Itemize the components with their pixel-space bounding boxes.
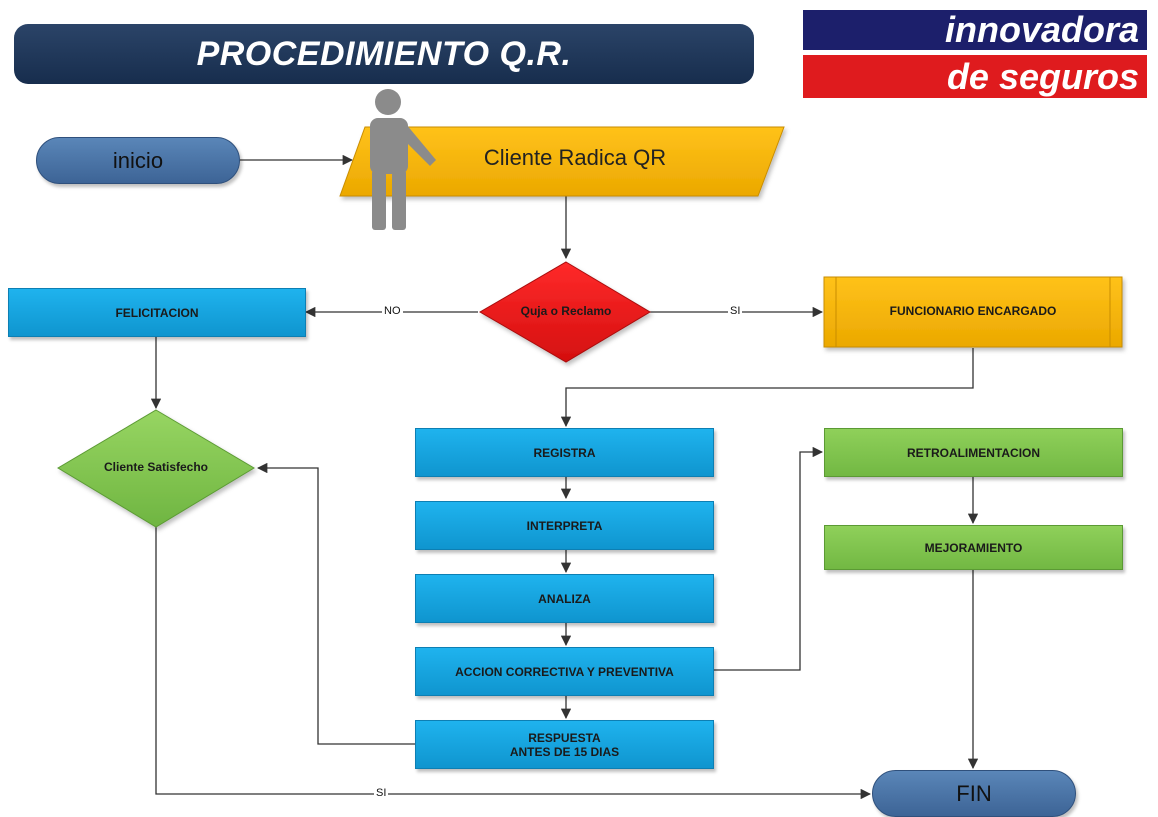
- retro-label: RETROALIMENTACION: [906, 445, 1041, 460]
- edge-funcionario-registra: [560, 348, 974, 428]
- satisfecho-label: Cliente Satisfecho: [103, 460, 209, 474]
- respuesta-label: RESPUESTA ANTES DE 15 DIAS: [509, 730, 620, 759]
- accion-label: ACCION CORRECTIVA Y PREVENTIVA: [455, 664, 674, 679]
- analiza-box: ANALIZA: [415, 574, 714, 623]
- page-title-banner: PROCEDIMIENTO Q.R.: [14, 24, 754, 84]
- accion-box: ACCION CORRECTIVA Y PREVENTIVA: [415, 647, 714, 696]
- funcionario-shape: [823, 276, 1123, 348]
- mejoramiento-box: MEJORAMIENTO: [824, 525, 1123, 570]
- felicitacion-box: FELICITACION: [8, 288, 306, 337]
- edge-label-no: NO: [382, 305, 403, 317]
- analiza-label: ANALIZA: [538, 591, 591, 606]
- edge-label-si: SI: [728, 305, 743, 317]
- inicio-terminal: inicio: [36, 137, 240, 184]
- logo-text-line1: innovadora: [944, 9, 1139, 50]
- page-title: PROCEDIMIENTO Q.R.: [196, 34, 572, 73]
- mejoramiento-label: MEJORAMIENTO: [924, 540, 1023, 555]
- retro-box: RETROALIMENTACION: [824, 428, 1123, 477]
- satisfecho-decision-shape: [57, 409, 255, 528]
- interpreta-label: INTERPRETA: [526, 518, 603, 533]
- cliente-radica-shape: [339, 126, 785, 197]
- edge-label-si-bottom: SI: [374, 787, 389, 799]
- interpreta-box: INTERPRETA: [415, 501, 714, 550]
- queja-label: Quja o Reclamo: [520, 304, 612, 318]
- inicio-label: inicio: [112, 147, 164, 173]
- respuesta-box: RESPUESTA ANTES DE 15 DIAS: [415, 720, 714, 769]
- edge-satisfecho-fin: [155, 527, 872, 800]
- edge-accion-retro: [714, 446, 824, 671]
- felicitacion-label: FELICITACION: [115, 305, 199, 320]
- fin-terminal: FIN: [872, 770, 1076, 817]
- logo-top-band: innovadora: [803, 10, 1147, 50]
- edge-respuesta-satisfecho: [256, 462, 415, 745]
- logo-text-line2: de seguros: [946, 56, 1139, 97]
- fin-label: FIN: [956, 780, 992, 806]
- registra-label: REGISTRA: [533, 445, 596, 460]
- logo-bottom-band: de seguros: [803, 55, 1147, 98]
- queja-decision-shape: [479, 261, 651, 363]
- funcionario-label: FUNCIONARIO ENCARGADO: [889, 304, 1057, 318]
- cliente-radica-label: Cliente Radica QR: [483, 145, 667, 170]
- registra-box: REGISTRA: [415, 428, 714, 477]
- person-icon: [370, 89, 436, 230]
